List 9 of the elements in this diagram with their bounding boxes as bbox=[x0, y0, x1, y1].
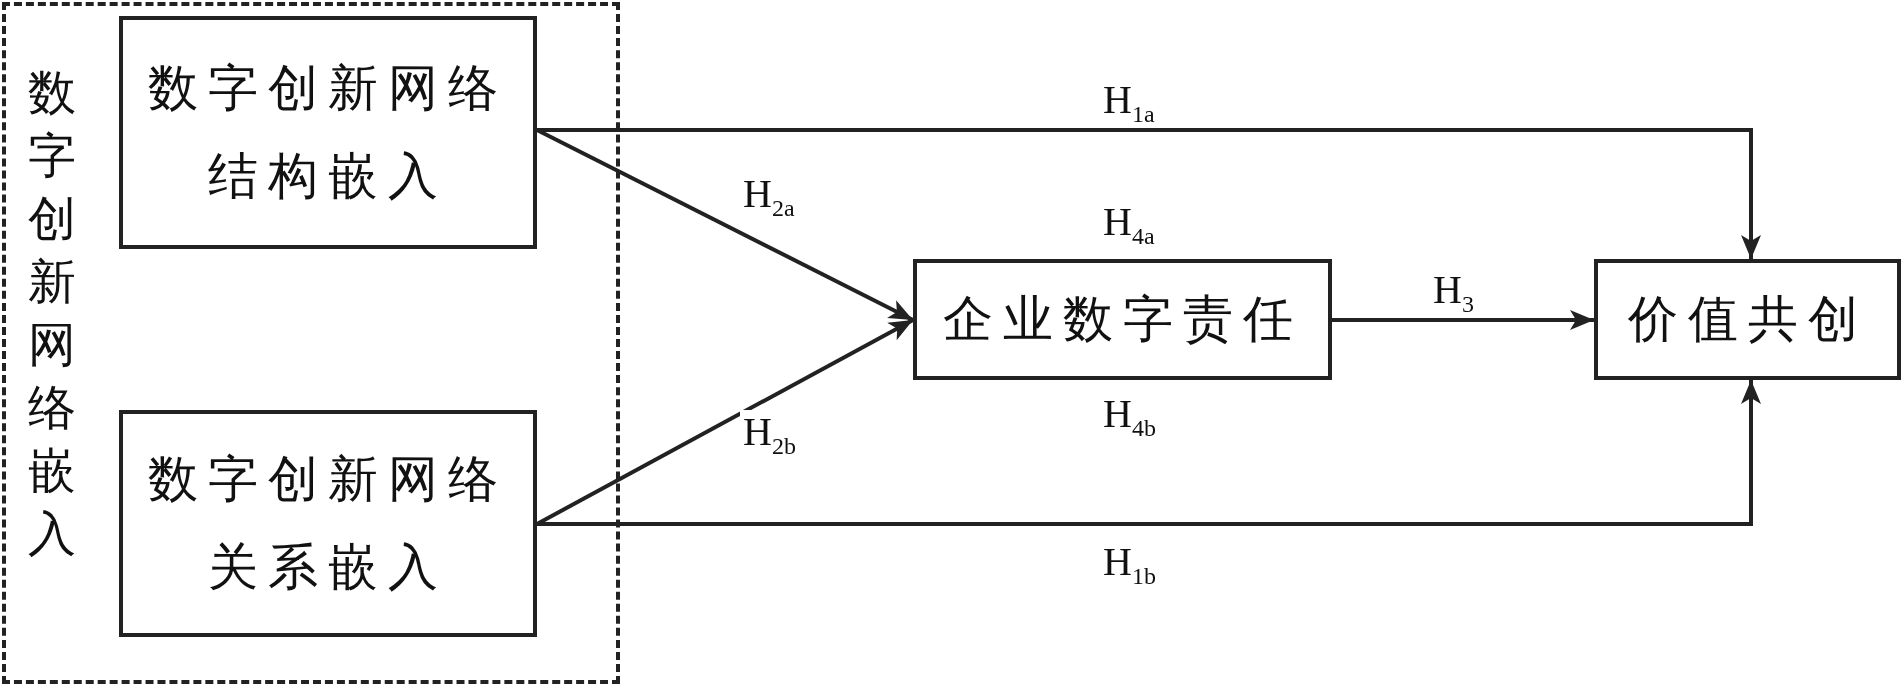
process-box: 数字创新网络结构嵌入 bbox=[119, 16, 537, 249]
dashed-group-box bbox=[2, 2, 620, 684]
process-box: 价值共创 bbox=[1594, 259, 1901, 380]
arrow bbox=[537, 128, 1761, 259]
process-box: 数字创新网络关系嵌入 bbox=[119, 410, 537, 637]
arrow bbox=[1332, 310, 1594, 330]
process-box: 企业数字责任 bbox=[913, 259, 1332, 380]
group-label: 数字创新网络嵌入 bbox=[27, 63, 77, 563]
arrow bbox=[537, 380, 1761, 526]
